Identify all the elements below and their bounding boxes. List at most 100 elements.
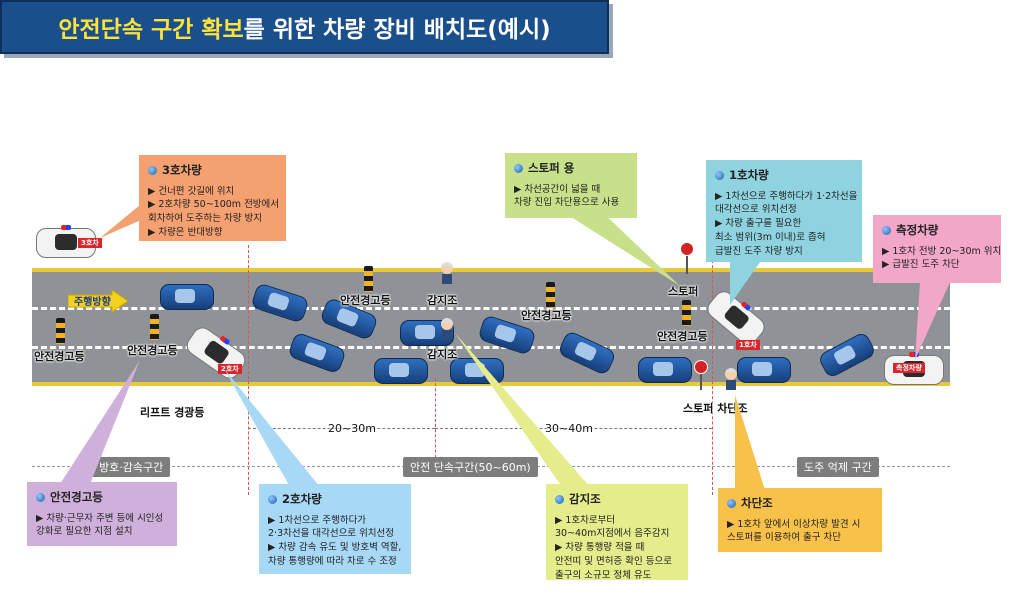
label-safety-light-3: 안전경고등 bbox=[340, 294, 391, 307]
car3-tag: 3호차 bbox=[78, 238, 102, 248]
stop-pole-2 bbox=[700, 370, 702, 390]
bullet-icon bbox=[727, 498, 736, 508]
bullet-icon bbox=[555, 494, 564, 504]
box-car3-line: ▶ 건너편 갓길에 위치 bbox=[148, 185, 235, 197]
pointer-car2 bbox=[225, 370, 320, 487]
box-light: 안전경고등 ▶ 차량·근무자 주변 등에 시인성 강화로 필요한 지점 설치 bbox=[27, 482, 177, 546]
cone-3 bbox=[364, 266, 373, 292]
box-car1-line: ▶ 1차선으로 주행하다가 1·2차선을 bbox=[715, 190, 858, 202]
box-car2-line: 차량 통행량에 따라 차로 수 조정 bbox=[268, 555, 397, 567]
boundary-line-3 bbox=[712, 245, 713, 495]
boundary-line-1 bbox=[248, 245, 249, 495]
box-monitor-line: ▶ 차량 통행량 적을 때 bbox=[555, 542, 645, 554]
label-safety-light-1: 안전경고등 bbox=[34, 350, 85, 363]
box-car2-line: 2·3차선을 대각선으로 위치선정 bbox=[268, 528, 395, 540]
pointer-block bbox=[735, 395, 765, 490]
box-measure-line: ▶ 급발진 도주 차단 bbox=[882, 259, 960, 271]
officer-1 bbox=[440, 262, 454, 284]
title-rest: 를 위한 차량 장비 배치도(예시) bbox=[243, 17, 551, 43]
road-edge-top bbox=[32, 268, 950, 272]
bullet-icon bbox=[148, 165, 157, 175]
zone-escape: 도주 억제 구간 bbox=[797, 457, 879, 477]
box-monitor: 감지조 ▶ 1호차로부터 30~40m지점에서 음주감지 ▶ 차량 통행량 적을… bbox=[546, 484, 688, 581]
box-stopper-title: 스토퍼 용 bbox=[528, 161, 575, 175]
bullet-icon bbox=[514, 163, 523, 173]
label-safety-light-4: 안전경고등 bbox=[521, 309, 572, 322]
car-1 bbox=[160, 284, 214, 310]
measure-tag: 측정차량 bbox=[893, 363, 925, 373]
car-5 bbox=[374, 358, 428, 384]
pointer-measure bbox=[915, 282, 950, 360]
direction-arrow: 주행방향 bbox=[67, 289, 130, 316]
arrow-icon bbox=[67, 289, 129, 313]
box-monitor-line: ▶ 1호차로부터 bbox=[555, 514, 616, 526]
box-car1: 1호차량 ▶ 1차선으로 주행하다가 1·2차선을 대각선으로 위치선정 ▶ 차… bbox=[706, 160, 862, 262]
stop-sign-2 bbox=[694, 360, 708, 374]
box-car2-line: ▶ 1차선으로 주행하다가 bbox=[268, 514, 367, 526]
label-monitor-2: 감지조 bbox=[427, 348, 458, 361]
box-block-line: ▶ 1호차 앞에서 이상차량 발견 시 bbox=[727, 518, 861, 530]
zone-enforce: 안전 단속구간(50~60m) bbox=[403, 457, 538, 477]
pointer-car1 bbox=[730, 262, 760, 305]
box-light-line: 강화로 필요한 지점 설치 bbox=[36, 526, 133, 538]
box-car1-line: ▶ 차량 출구를 필요한 bbox=[715, 218, 802, 230]
officer-3 bbox=[724, 368, 738, 390]
lane-line-1 bbox=[32, 307, 950, 310]
label-safety-light-2: 안전경고등 bbox=[127, 344, 178, 357]
box-light-line: ▶ 차량·근무자 주변 등에 시인성 bbox=[36, 512, 164, 524]
bullet-icon bbox=[268, 494, 277, 504]
box-measure: 측정차량 ▶ 1호차 전방 20~30m 위치 ▶ 급발진 도주 차단 bbox=[873, 215, 1001, 283]
box-measure-line: ▶ 1호차 전방 20~30m 위치 bbox=[882, 245, 1002, 257]
box-car3-title: 3호차량 bbox=[162, 163, 202, 177]
box-car3-line: 회차하여 도주하는 차량 방지 bbox=[148, 213, 262, 225]
box-car1-line: 최소 범위(3m 이내)로 좁혀 bbox=[715, 231, 826, 243]
boundary-line-2 bbox=[435, 378, 436, 468]
cone-2 bbox=[150, 314, 159, 340]
box-car3: 3호차량 ▶ 건너편 갓길에 위치 ▶ 2호차량 50~100m 전방에서 회차… bbox=[139, 155, 286, 241]
box-measure-title: 측정차량 bbox=[896, 223, 939, 237]
box-light-title: 안전경고등 bbox=[50, 490, 103, 504]
box-car3-line: ▶ 2호차량 50~100m 전방에서 bbox=[148, 199, 280, 211]
direction-label: 주행방향 bbox=[74, 297, 111, 308]
bullet-icon bbox=[882, 225, 891, 235]
box-block-title: 차단조 bbox=[741, 496, 773, 510]
car2-tag: 2호차 bbox=[218, 364, 242, 374]
distance-line-2 bbox=[435, 428, 712, 429]
box-car2-title: 2호차량 bbox=[282, 492, 322, 506]
car-10 bbox=[638, 357, 692, 383]
box-car1-line: 대각선으로 위치선정 bbox=[715, 204, 797, 216]
stop-pole-1 bbox=[686, 252, 688, 274]
box-stopper: 스토퍼 용 ▶ 차선공간이 넓을 때 차량 진입 차단용으로 사용 bbox=[505, 153, 637, 218]
label-safety-light-5: 안전경고등 bbox=[657, 330, 708, 343]
box-car2: 2호차량 ▶ 1차선으로 주행하다가 2·3차선을 대각선으로 위치선정 ▶ 차… bbox=[259, 484, 411, 574]
box-block-line: 스토퍼를 이용하여 출구 차단 bbox=[727, 532, 841, 544]
label-stopper: 스토퍼 bbox=[668, 285, 699, 298]
box-monitor-line: 출구의 소규모 정체 유도 bbox=[555, 569, 652, 581]
label-monitor-1: 감지조 bbox=[427, 294, 458, 307]
cone-4 bbox=[546, 282, 555, 308]
box-monitor-line: 안전띠 및 면허증 확인 등으로 bbox=[555, 555, 672, 567]
distance-line-1 bbox=[248, 428, 435, 429]
officer-2 bbox=[440, 318, 454, 340]
cone-1 bbox=[56, 318, 65, 344]
stop-sign-1 bbox=[680, 242, 694, 256]
bullet-icon bbox=[36, 492, 45, 502]
box-monitor-line: 30~40m지점에서 음주감지 bbox=[555, 528, 670, 540]
label-lift-light: 리프트 경광등 bbox=[140, 406, 205, 419]
box-car2-line: ▶ 차량 감속 유도 및 방호벽 역할, bbox=[268, 542, 402, 554]
distance-label-1: 20~30m bbox=[328, 422, 376, 435]
title-highlight: 안전단속 구간 확보 bbox=[58, 17, 244, 43]
lane-line-2 bbox=[32, 346, 950, 349]
box-stopper-line: ▶ 차선공간이 넓을 때 bbox=[514, 183, 601, 195]
zone-protect: 방호·감속구간 bbox=[92, 457, 171, 477]
box-monitor-title: 감지조 bbox=[569, 492, 601, 506]
distance-label-2: 30~40m bbox=[545, 422, 593, 435]
car-11 bbox=[737, 357, 791, 383]
label-stopper-team: 스토퍼 차단조 bbox=[683, 402, 748, 415]
box-stopper-line: 차량 진입 차단용으로 사용 bbox=[514, 197, 620, 209]
box-car3-line: ▶ 차량은 반대방향 bbox=[148, 226, 223, 238]
car1-tag: 1호차 bbox=[736, 340, 760, 350]
box-car1-line: 급발진 도주 차량 방지 bbox=[715, 245, 803, 257]
